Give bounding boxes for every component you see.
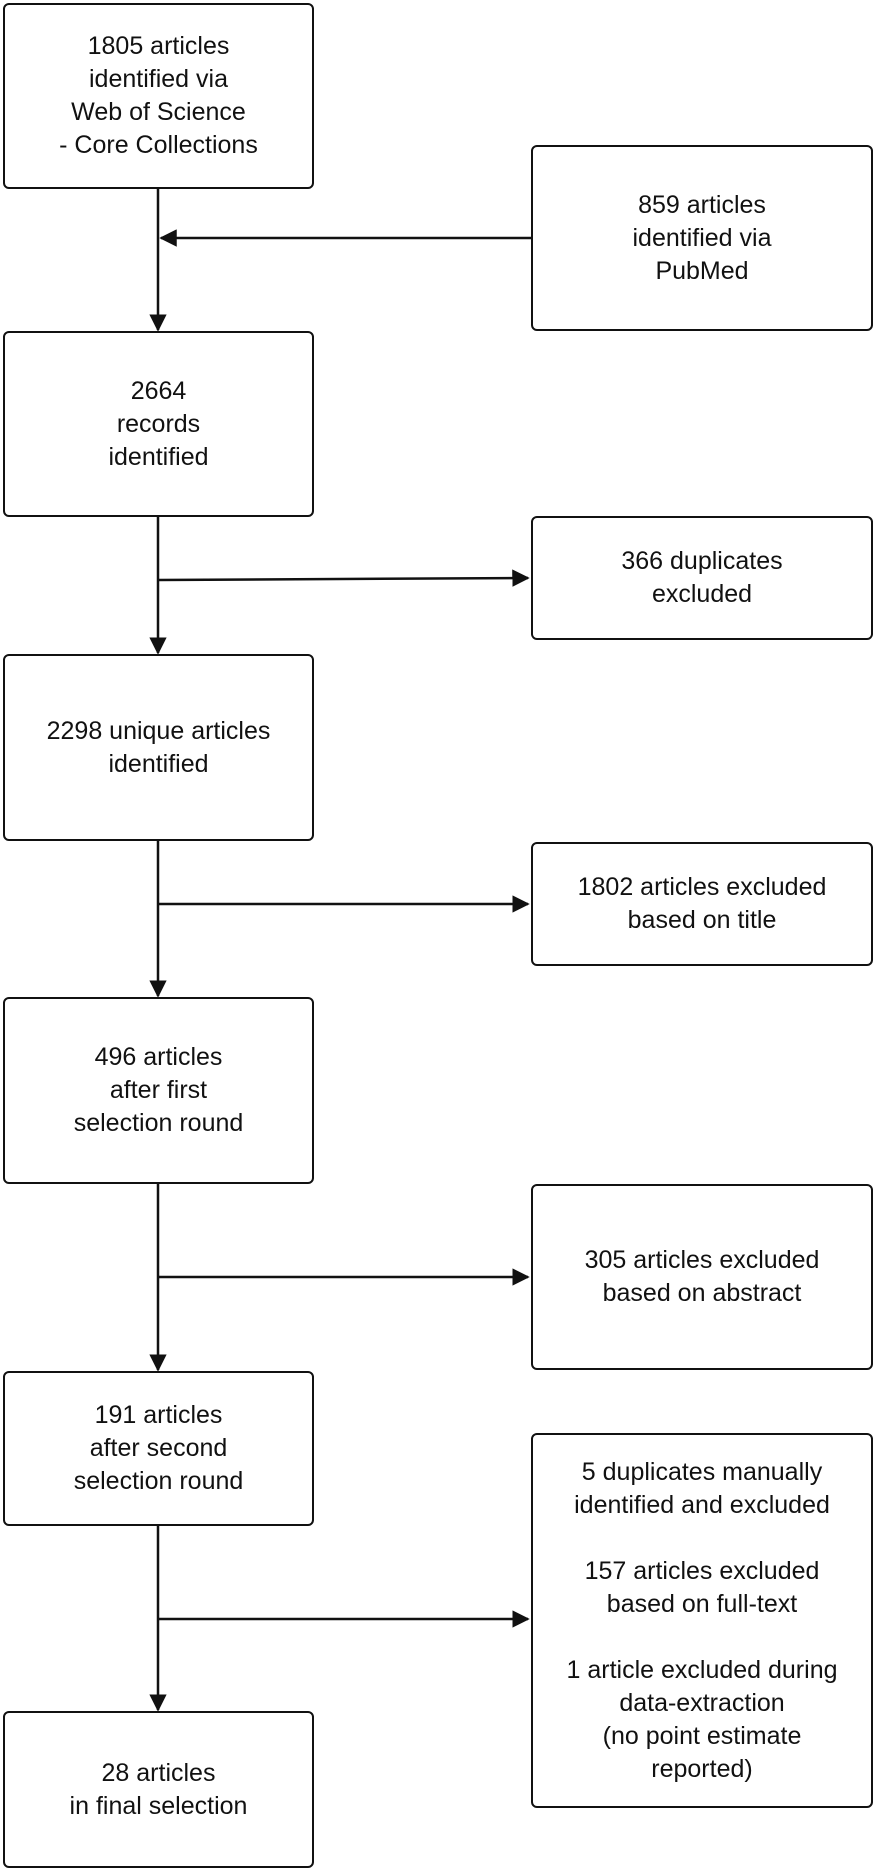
box-text: selection round	[73, 1109, 244, 1137]
box-title-excluded: 1802 articles excluded based on title	[531, 842, 873, 966]
box-text: based on full-text	[606, 1589, 798, 1618]
box-text: reported)	[651, 1754, 753, 1783]
box-text: identified and excluded	[574, 1490, 830, 1519]
box-duplicates-excluded: 366 duplicates excluded	[531, 516, 873, 640]
box-text: excluded	[651, 580, 753, 608]
box-pubmed: 859 articles identified via PubMed	[531, 145, 873, 331]
box-text: identified via	[89, 65, 228, 93]
box-first-selection-round: 496 articles after first selection round	[3, 997, 314, 1184]
box-final-exclusions: 5 duplicates manually identified and exc…	[531, 1433, 873, 1808]
box-text: selection round	[73, 1467, 244, 1495]
box-final-selection: 28 articles in final selection	[3, 1711, 314, 1868]
box-text: 859 articles	[638, 190, 766, 219]
box-text: records	[116, 409, 201, 438]
box-web-of-science: 1805 articles identified via Web of Scie…	[3, 3, 314, 189]
box-text: (no point estimate	[602, 1721, 802, 1750]
box-text: 366 duplicates	[621, 547, 783, 575]
box-text: 1805 articles	[87, 32, 230, 60]
box-text: 496 articles	[94, 1043, 223, 1071]
box-text: 5 duplicates manually	[581, 1457, 823, 1486]
box-text: - Core Collections	[59, 131, 258, 159]
box-text: in final selection	[69, 1791, 248, 1820]
box-text: data-extraction	[619, 1688, 785, 1717]
box-text: 1802 articles excluded	[577, 873, 827, 901]
box-text: based on title	[627, 906, 777, 934]
box-text: 305 articles excluded	[584, 1246, 820, 1274]
box-text: based on abstract	[602, 1279, 802, 1307]
box-text: Web of Science	[71, 98, 246, 126]
box-text: 1 article excluded during	[566, 1655, 838, 1684]
arrow-to-duplicates-excluded	[157, 569, 530, 587]
box-text: identified via	[632, 223, 772, 252]
box-records-identified: 2664 records identified	[3, 331, 314, 517]
box-text: 28 articles	[101, 1758, 216, 1787]
box-text: identified	[108, 442, 209, 471]
box-text: 157 articles excluded	[584, 1556, 820, 1585]
box-unique-articles: 2298 unique articles identified	[3, 654, 314, 841]
box-abstract-excluded: 305 articles excluded based on abstract	[531, 1184, 873, 1370]
box-text: 2664	[130, 376, 187, 405]
box-second-selection-round: 191 articles after second selection roun…	[3, 1371, 314, 1526]
box-text: after second	[89, 1434, 228, 1462]
box-text: identified	[108, 749, 209, 778]
box-text: 191 articles	[94, 1401, 223, 1429]
box-text: after first	[109, 1076, 208, 1104]
box-text: 2298 unique articles	[46, 716, 271, 745]
box-text: PubMed	[655, 256, 749, 285]
